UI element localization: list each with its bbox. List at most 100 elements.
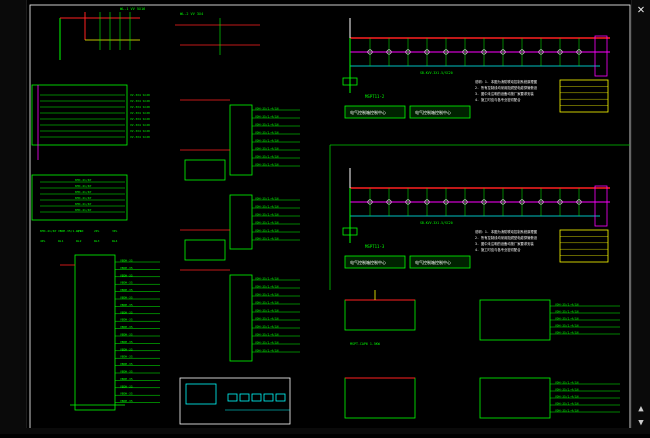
small-label: WL1 xyxy=(58,239,64,243)
circuit-tag: VDH-35/1-4/1N xyxy=(255,293,279,297)
circuit-tag: VBDH-35 xyxy=(120,340,133,344)
circuit-tag: VBDH-35 xyxy=(120,355,133,359)
circuit-tag: VBDH-35 xyxy=(120,347,133,351)
bottom-label: MSPT-CAP6 1.5KW xyxy=(350,342,380,346)
circuit-tag: VDH-35/1-4/1N xyxy=(255,123,279,127)
circuit-tag: VBDH-35 xyxy=(120,384,133,388)
detector-icon xyxy=(462,199,468,205)
terminal-block xyxy=(594,35,608,77)
legend-table xyxy=(559,229,609,263)
circuit-tag: VDH-35/1-4/1N xyxy=(555,409,579,413)
circuit-tag: VBDH-35 xyxy=(120,325,133,329)
circuit-tag: VDH-35/1-4/1N xyxy=(255,115,279,119)
circuit-tag: VBDH-35 xyxy=(120,333,133,337)
circuit-tag: VDH-35/1-4/1N xyxy=(255,205,279,209)
circuit-tag: VDH-35/1-4/1N xyxy=(255,237,279,241)
distribution-column-1 xyxy=(229,104,253,176)
circuit-tag: VDH-35/1-4/1N xyxy=(255,197,279,201)
bus-cable-tag: SB-KVV-3X1.5/SC20 xyxy=(420,221,453,225)
circuit-tag: VBDH-35 xyxy=(120,296,133,300)
control-box-right-label: 电气控制箱控制中心 xyxy=(415,109,451,115)
circuit-tag: VDH-35/1-4/1N xyxy=(555,395,579,399)
small-label: 1PL xyxy=(76,229,82,233)
bus-cable-tag: SB-KVV-3X1.5/SC20 xyxy=(420,71,453,75)
circuit-tag: VDH-35/1-4/1N xyxy=(255,349,279,353)
detector-icon xyxy=(386,199,392,205)
distribution-board-b xyxy=(31,174,128,221)
control-box-right-label: 电气控制箱控制中心 xyxy=(415,259,451,265)
control-box-left xyxy=(344,255,406,269)
circuit-tag: VBDH-35 xyxy=(120,399,133,403)
circuit-tag: VV-3X4 SC20 xyxy=(130,99,150,103)
sub-board-d xyxy=(344,377,416,419)
cable-tag: WL-1 VV 5X16 xyxy=(120,7,145,11)
legend-cell xyxy=(239,393,250,402)
circuit-tag: KMO-41/4P xyxy=(75,208,91,212)
scroll-down-icon[interactable]: ▼ xyxy=(638,418,644,428)
detector-icon xyxy=(557,199,563,205)
circuit-tag: VBDH-35 xyxy=(120,392,133,396)
circuit-tag: VDH-35/1-4/1N xyxy=(555,317,579,321)
circuit-tag: VBDH-35 xyxy=(120,377,133,381)
detector-icon xyxy=(424,199,430,205)
control-box-right xyxy=(409,105,471,119)
distribution-board-a xyxy=(31,84,128,146)
detector-icon xyxy=(481,49,487,55)
circuit-tag: VBDH-35 xyxy=(120,259,133,263)
right-scroll-rail[interactable]: ✕ ▲ ▼ xyxy=(631,0,650,434)
circuit-tag: VV-3X4 SC20 xyxy=(130,93,150,97)
detector-icon xyxy=(500,199,506,205)
circuit-tag: VV-3X4 SC20 xyxy=(130,129,150,133)
circuit-tag: VDH-35/1-4/1N xyxy=(255,277,279,281)
small-label: VBDH-35/1-4/1N xyxy=(58,229,83,233)
circuit-tag: VBDH-35 xyxy=(120,281,133,285)
bus-label: MSPT11-3 xyxy=(365,244,385,249)
note-line: 2. 所有控制线均采用阻燃型电缆穿管敷设 xyxy=(475,235,538,240)
circuit-tag: VV-3X4 SC20 xyxy=(130,123,150,127)
close-icon[interactable]: ✕ xyxy=(637,2,645,16)
detector-icon xyxy=(367,199,373,205)
circuit-tag: VDH-35/1-4/1N xyxy=(555,381,579,385)
circuit-tag: VDH-35/1-4/1N xyxy=(555,310,579,314)
distribution-column-3 xyxy=(229,274,253,362)
detector-icon xyxy=(576,49,582,55)
circuit-tag: VDH-35/1-4/1N xyxy=(255,309,279,313)
small-label: 2PL xyxy=(94,229,100,233)
detector-icon xyxy=(405,49,411,55)
detector-icon xyxy=(576,199,582,205)
circuit-tag: VDH-35/1-4/1N xyxy=(555,402,579,406)
legend-cell xyxy=(251,393,262,402)
circuit-tag: VBDH-35 xyxy=(120,288,133,292)
circuit-tag: VBDH-35 xyxy=(120,310,133,314)
legend-cell xyxy=(263,393,274,402)
junction-box xyxy=(342,77,358,86)
circuit-tag: VDH-35/1-4/1N xyxy=(255,333,279,337)
legend-table xyxy=(559,79,609,113)
legend-area xyxy=(179,377,291,425)
detector-icon xyxy=(386,49,392,55)
circuit-tag: VDH-35/1-4/1N xyxy=(255,139,279,143)
legend-cell xyxy=(227,393,238,402)
circuit-tag: VDH-35/1-4/1N xyxy=(555,331,579,335)
control-box-left-label: 电气控制箱控制中心 xyxy=(350,109,386,115)
small-label: 4PL xyxy=(40,239,46,243)
note-line: 2. 所有控制线均采用阻燃型电缆穿管敷设 xyxy=(475,85,538,90)
circuit-tag: VDH-35/1-4/1N xyxy=(255,213,279,217)
scroll-up-icon[interactable]: ▲ xyxy=(638,404,644,414)
note-line: 说明：1. 本图为消防联动控制系统原理图 xyxy=(475,229,538,234)
circuit-tag: VDH-35/1-4/1N xyxy=(555,303,579,307)
meter-box xyxy=(184,239,226,261)
detector-icon xyxy=(405,199,411,205)
note-line: 4. 施工时应与各专业密切配合 xyxy=(475,247,521,252)
circuit-tag: VBDH-35 xyxy=(120,273,133,277)
sub-board-a xyxy=(344,299,416,331)
circuit-tag: VBDH-35 xyxy=(120,362,133,366)
distribution-board-c xyxy=(74,254,116,411)
detector-icon xyxy=(500,49,506,55)
circuit-tag: VDH-35/1-4/1N xyxy=(255,285,279,289)
circuit-tag: VDH-35/1-4/1N xyxy=(255,317,279,321)
circuit-tag: VDH-35/1-4/1N xyxy=(255,301,279,305)
distribution-column-2 xyxy=(229,194,253,250)
